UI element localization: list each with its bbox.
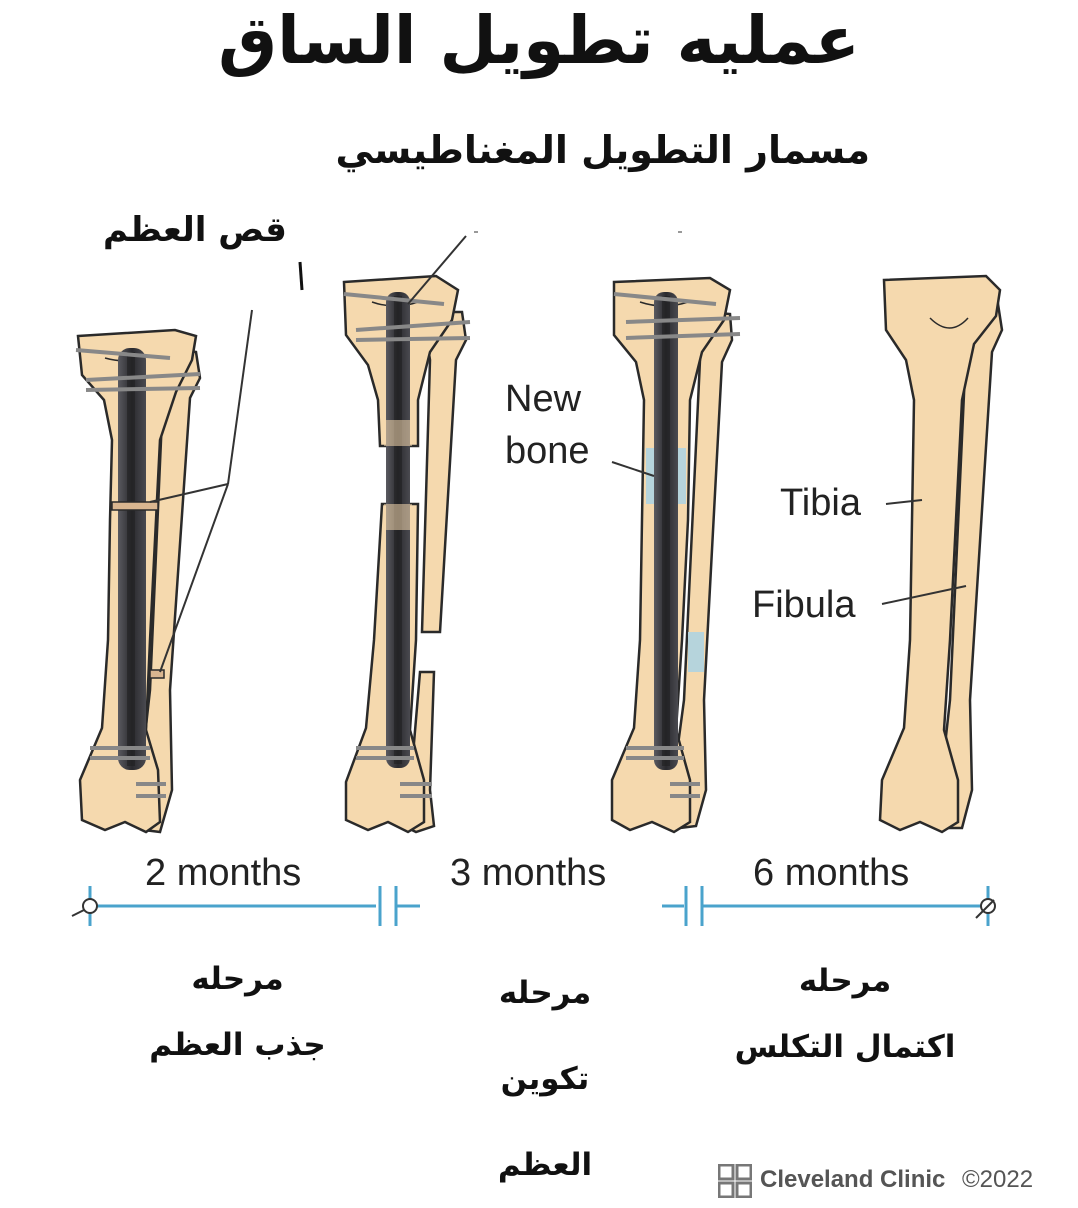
timeline-segment-3-months: 3 months	[450, 852, 607, 894]
stage-name-2: العظم	[497, 1147, 593, 1183]
timeline-segment-6-months: 6 months	[753, 852, 910, 894]
stage-bone-formation: مرحله تكوين العظم	[470, 950, 620, 1208]
page-title: عمليه تطويل الساق	[218, 2, 860, 79]
new-bone-label-line2: bone	[505, 430, 590, 472]
stage-name: اكتمال التكلس	[734, 1029, 956, 1065]
cleveland-clinic-logo-icon	[718, 1164, 752, 1198]
stage-label: مرحله	[798, 963, 892, 999]
brand-name: Cleveland Clinic	[760, 1166, 946, 1193]
leg-stage-1	[75, 261, 304, 834]
tibia-label: Tibia	[780, 482, 861, 524]
new-bone-fibula	[688, 632, 704, 672]
fibula-label: Fibula	[752, 584, 856, 626]
timeline	[71, 886, 996, 926]
copyright: ©2022	[962, 1166, 1034, 1193]
stage-label: مرحله	[498, 975, 592, 1011]
leg-stage-2	[342, 231, 712, 834]
stage-name: تكوين	[500, 1061, 590, 1097]
stage-calcification: مرحله اكتمال التكلس	[710, 948, 980, 1080]
bone-cut-label: قص العظم	[103, 210, 287, 250]
leg-stage-3	[610, 276, 741, 834]
stage-name: جذب العظم	[149, 1027, 326, 1063]
stage-distraction: مرحله جذب العظم	[130, 946, 345, 1078]
subtitle-magnetic-nail: مسمار التطويل المغناطيسي	[335, 128, 870, 172]
tibia-bone	[878, 274, 1002, 834]
new-bone-label-line1: New	[505, 378, 582, 420]
timeline-segment-2-months: 2 months	[145, 852, 302, 894]
leg-healed	[878, 274, 1004, 834]
stage-label: مرحله	[191, 961, 284, 997]
